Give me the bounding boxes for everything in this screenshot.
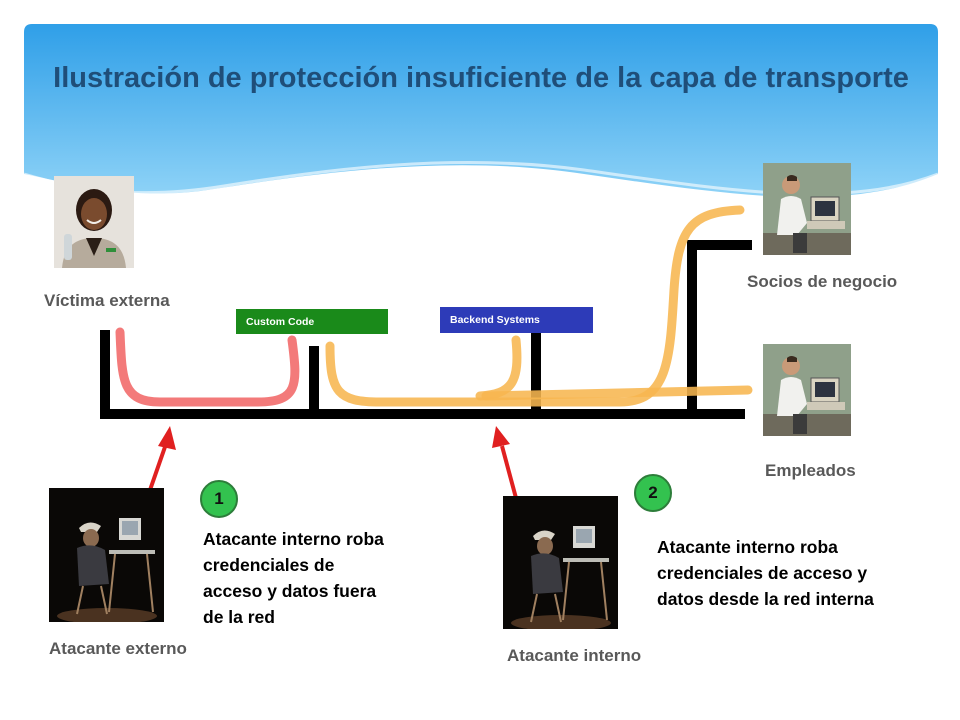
internal-attacker-photo — [503, 496, 618, 629]
network-lines — [100, 240, 752, 419]
partners-photo — [763, 163, 851, 255]
internal-path-backend — [475, 335, 522, 401]
internal-path-partners — [325, 205, 745, 407]
step-2-description: Atacante interno roba credenciales de ac… — [657, 537, 874, 609]
slide-title: Ilustración de protección insuficiente d… — [53, 62, 909, 94]
attack-arrow-external — [148, 426, 176, 491]
attack-arrow-internal — [492, 426, 518, 499]
external-attacker-label: Atacante externo — [49, 639, 187, 658]
backend-systems-box: Backend Systems — [440, 307, 593, 333]
employees-label: Empleados — [765, 461, 856, 480]
partners-label: Socios de negocio — [747, 272, 898, 291]
step-badge-2: 2 — [634, 474, 672, 512]
custom-code-box: Custom Code — [236, 309, 388, 334]
victim-path — [115, 327, 300, 407]
step-badge-1: 1 — [200, 480, 238, 518]
victim-photo — [54, 176, 134, 268]
step-1-description: Atacante interno roba credenciales de ac… — [203, 529, 384, 627]
employees-photo — [763, 344, 851, 436]
external-attacker-photo — [49, 488, 164, 622]
victim-label: Víctima externa — [44, 291, 170, 310]
internal-attacker-label: Atacante interno — [507, 646, 642, 665]
internal-path-employees — [481, 385, 753, 401]
